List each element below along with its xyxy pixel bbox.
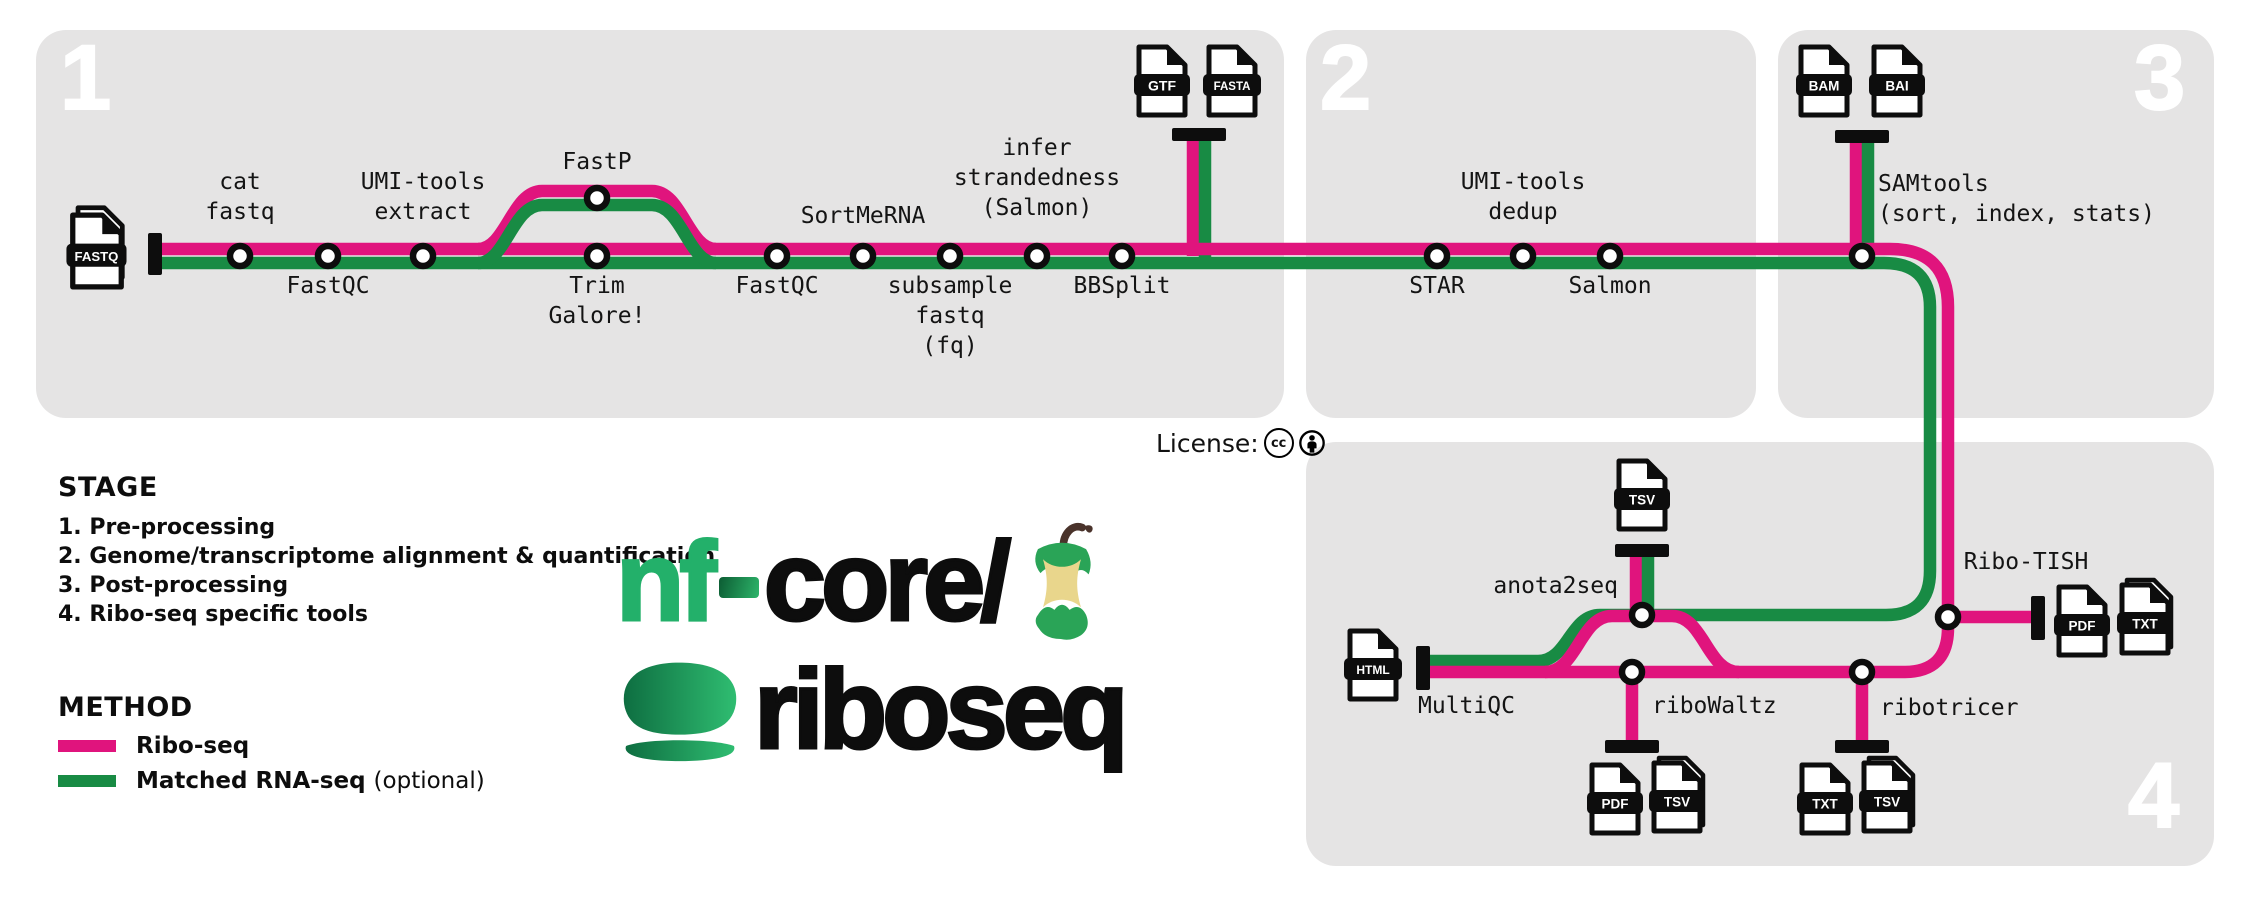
license: License: cc (1156, 428, 1326, 458)
rnaseq-color-swatch (58, 775, 116, 787)
fastq-file-label: FASTQ (75, 249, 119, 264)
html-file-label: HTML (1356, 663, 1389, 677)
stage-item-1: 1. Pre-processing (58, 515, 276, 540)
ribotish-txt-file-icon: TXT (2116, 577, 2174, 656)
method-row-rnaseq: Matched RNA-seq (optional) (58, 768, 485, 794)
stage-number-3: 3 (2133, 27, 2186, 129)
label-cat-fastq: cat fastq (205, 169, 275, 225)
bam-file-icon: BAM (1795, 44, 1853, 118)
ribowaltz-pdf-file-icon: PDF (1586, 762, 1644, 836)
cc-icon: cc (1263, 428, 1294, 458)
anota2seq-tsv-file-icon: TSV (1613, 458, 1671, 532)
logo-core-text: core/ (762, 519, 1013, 645)
ribotish-pdf-file-label: PDF (2069, 619, 2096, 634)
bam-file-label: BAM (1809, 79, 1840, 94)
stage-item-4: 4. Ribo-seq specific tools (58, 602, 368, 627)
label-star: STAR (1409, 273, 1465, 299)
ribotricer-txt-file-label: TXT (1812, 797, 1838, 812)
gtf-file-icon: GTF (1133, 44, 1191, 118)
label-umitools-extract: UMI-tools extract (360, 169, 486, 225)
apple-core-icon (1035, 522, 1094, 640)
label-bbsplit: BBSplit (1073, 273, 1171, 299)
ribowaltz-tsv-file-label: TSV (1664, 795, 1690, 810)
cc-by-icon (1298, 430, 1325, 456)
method-rnaseq-label: Matched RNA-seq (136, 768, 366, 794)
label-trim-galore: Trim Galore! (548, 273, 646, 329)
method-row-riboseq: Ribo-seq (58, 733, 485, 759)
stage-number-4: 4 (2127, 745, 2180, 847)
stage-legend-title: STAGE (58, 472, 158, 503)
ribotish-txt-file-label: TXT (2132, 617, 2158, 632)
license-label: License: (1156, 428, 1259, 458)
label-sortmerna: SortMeRNA (800, 203, 926, 229)
fastq-file-icon: FASTQ (66, 205, 128, 290)
ribosome-icon (623, 662, 737, 761)
stage-number-2: 2 (1319, 27, 1372, 129)
method-legend-title: METHOD (58, 692, 193, 723)
label-anota2seq: anota2seq (1493, 573, 1618, 599)
ribotricer-tsv-file-icon: TSV (1858, 755, 1916, 834)
label-multiqc: MultiQC (1418, 693, 1515, 719)
html-file-icon: HTML (1344, 628, 1402, 702)
method-rnaseq-suffix: (optional) (373, 768, 485, 794)
anota2seq-tsv-file-label: TSV (1629, 493, 1655, 508)
stage-item-3: 3. Post-processing (58, 573, 289, 598)
label-ribotish: Ribo-TISH (1963, 549, 2089, 575)
label-fastqc-2: FastQC (735, 273, 819, 299)
ribotricer-tsv-file-label: TSV (1874, 795, 1900, 810)
logo-riboseq-text: riboseq (753, 646, 1131, 772)
logo-line-2: riboseq (616, 646, 1131, 773)
riboseq-color-swatch (58, 740, 116, 752)
label-samtools: SAMtools (sort, index, stats) (1878, 171, 2155, 227)
cc-icon-text: cc (1270, 435, 1287, 451)
label-infer-strandedness: infer strandedness (Salmon) (953, 135, 1121, 221)
ribotish-pdf-file-icon: PDF (2053, 584, 2111, 658)
logo-nf-text: nf (615, 519, 719, 645)
label-ribotricer: ribotricer (1880, 695, 2019, 721)
method-riboseq-label: Ribo-seq (136, 733, 250, 759)
label-fastp: FastP (562, 149, 632, 175)
fasta-file-label: FASTA (1214, 81, 1251, 93)
label-fastqc-1: FastQC (286, 273, 370, 299)
stage-item-2: 2. Genome/transcriptome alignment & quan… (58, 544, 716, 569)
nf-core-riboseq-logo: nf core/ ribos (615, 518, 1131, 773)
stage-legend: STAGE 1. Pre-processing 2. Genome/transc… (58, 472, 715, 629)
label-ribowaltz: riboWaltz (1652, 693, 1777, 719)
ribotricer-txt-file-icon: TXT (1796, 762, 1854, 836)
fasta-file-icon: FASTA (1203, 44, 1261, 118)
bai-file-icon: BAI (1868, 44, 1926, 118)
logo-line-1: nf core/ (615, 518, 1124, 646)
method-legend: METHOD Ribo-seq Matched RNA-seq (optiona… (58, 692, 485, 794)
bai-file-label: BAI (1885, 79, 1908, 94)
label-subsample-fastq: subsample fastq (fq) (887, 273, 1013, 359)
ribowaltz-tsv-file-icon: TSV (1648, 755, 1706, 834)
ribowaltz-pdf-file-label: PDF (1602, 797, 1629, 812)
logo-dash-icon (718, 576, 759, 598)
label-salmon: Salmon (1568, 273, 1652, 299)
stage-number-1: 1 (59, 27, 112, 129)
gtf-file-label: GTF (1148, 78, 1176, 94)
label-umitools-dedup: UMI-tools dedup (1460, 169, 1586, 225)
